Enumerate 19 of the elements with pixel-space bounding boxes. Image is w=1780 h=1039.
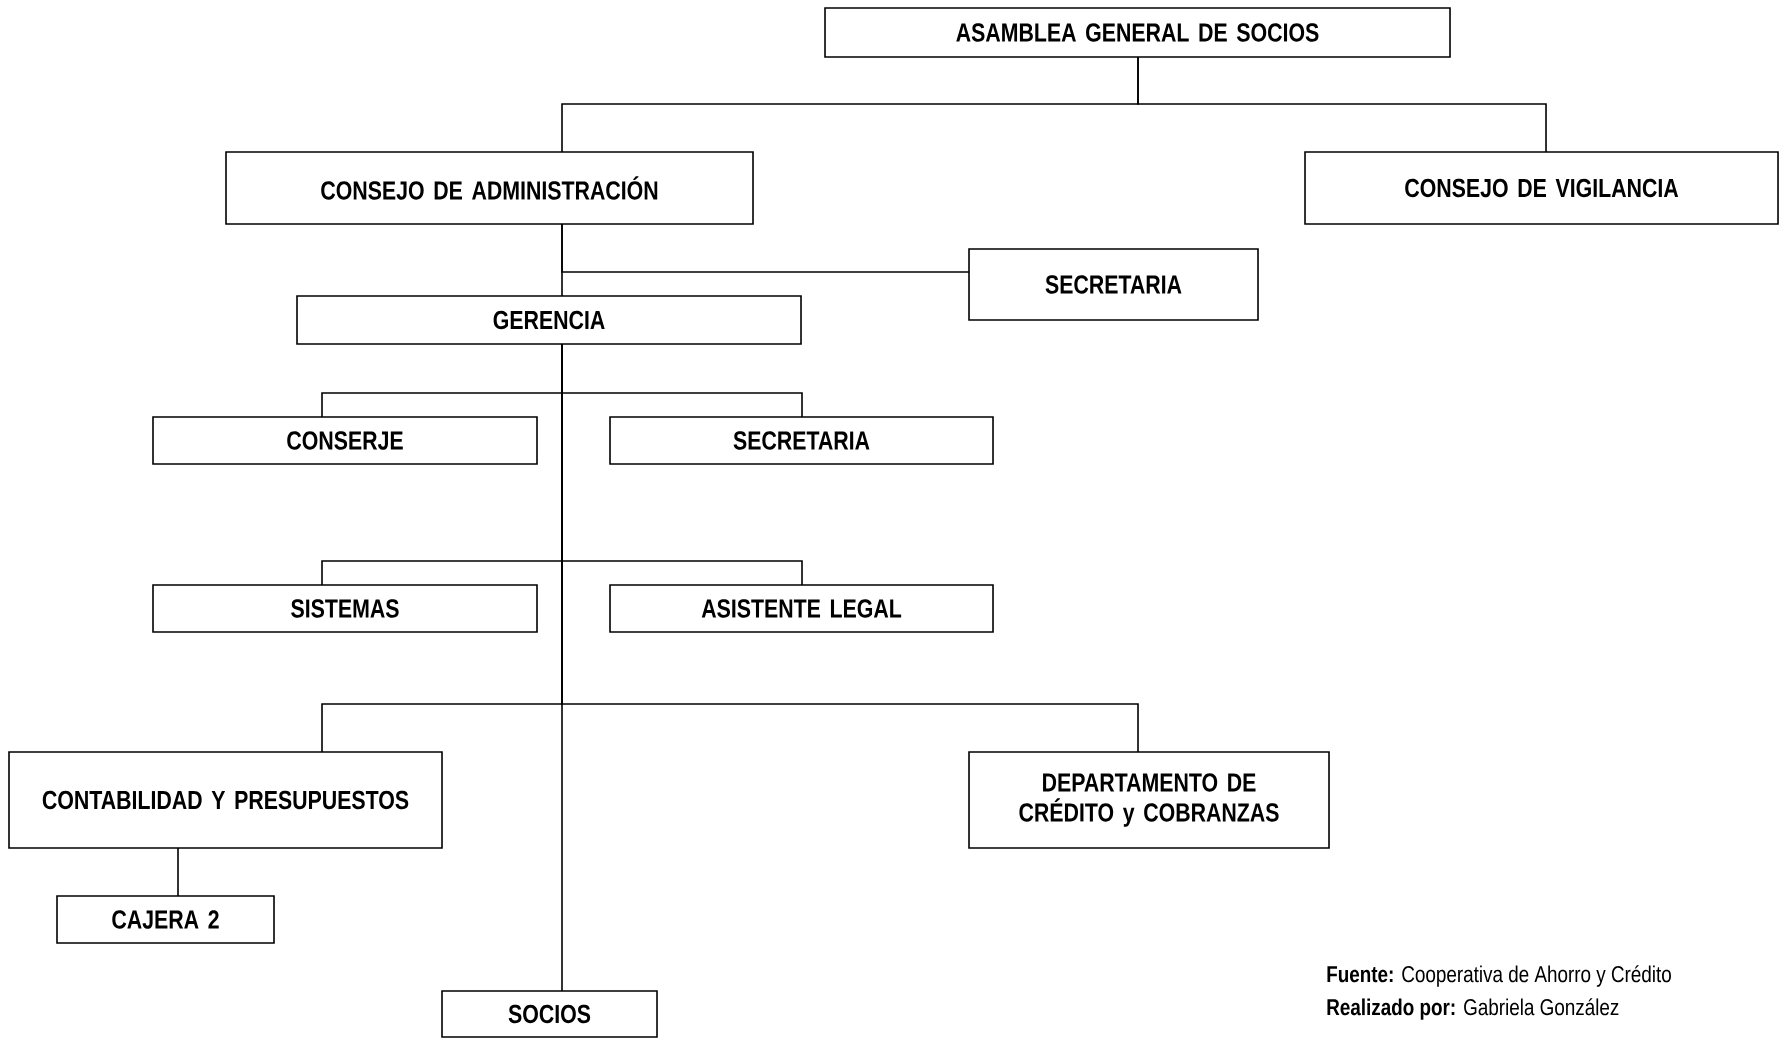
org-box: ASISTENTE LEGAL xyxy=(609,584,994,633)
connector-line xyxy=(561,343,563,992)
org-box: SISTEMAS xyxy=(152,584,538,633)
org-box: SECRETARIA xyxy=(968,248,1259,321)
org-box: GERENCIA xyxy=(296,295,802,345)
org-box: CONSEJO DE ADMINISTRACIÓN xyxy=(225,151,754,225)
org-box: CONSERJE xyxy=(152,416,538,465)
connector-line xyxy=(1137,56,1547,153)
org-box: SECRETARIA xyxy=(609,416,994,465)
source-note: Fuente: Cooperativa de Ahorro y Crédito xyxy=(1327,965,1671,987)
org-box: CONSEJO DE VIGILANCIA xyxy=(1304,151,1779,225)
source-note: Realizado por: Gabriela González xyxy=(1327,998,1619,1020)
org-box: DEPARTAMENTO DE CRÉDITO y COBRANZAS xyxy=(968,751,1330,849)
connector-line xyxy=(561,223,563,297)
org-box: CAJERA 2 xyxy=(56,895,275,944)
org-box: ASAMBLEA GENERAL DE SOCIOS xyxy=(824,7,1451,58)
org-box: CONTABILIDAD Y PRESUPUESTOS xyxy=(8,751,443,849)
connector-line xyxy=(177,847,179,897)
org-box: SOCIOS xyxy=(441,990,658,1038)
